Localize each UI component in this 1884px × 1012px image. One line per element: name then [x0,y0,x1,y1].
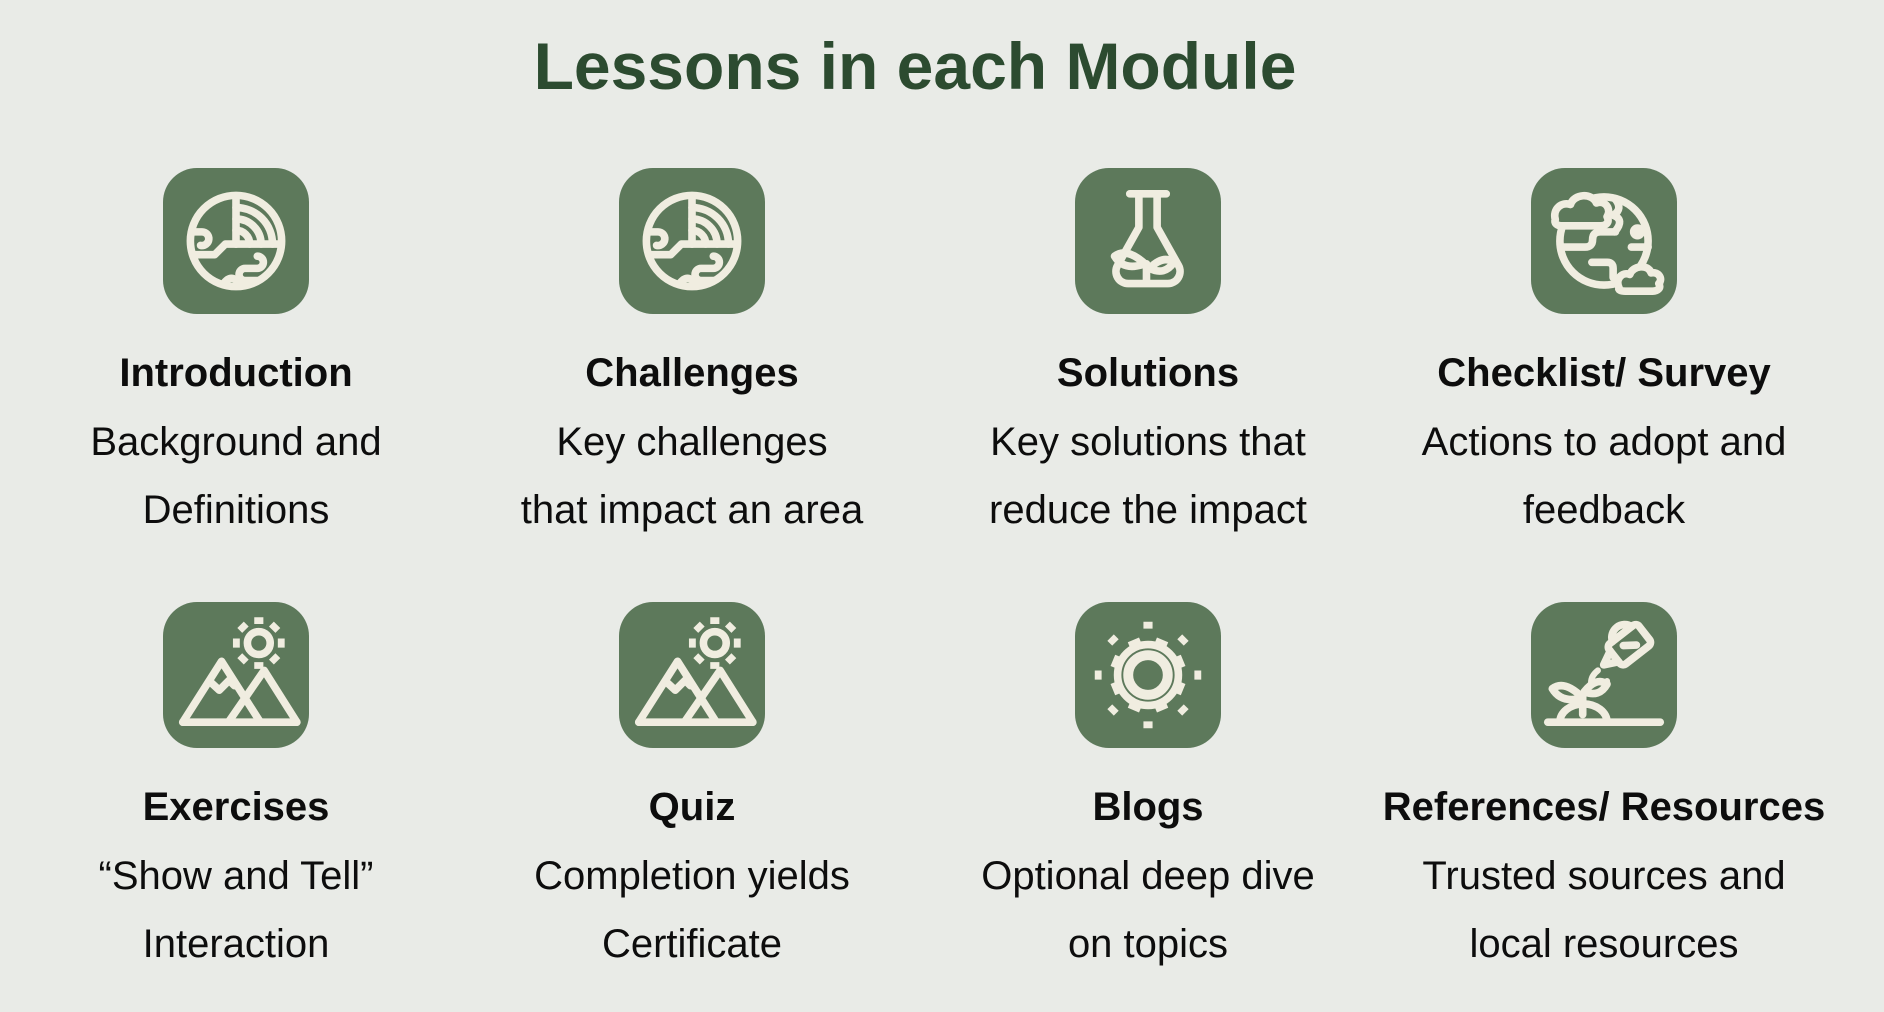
desc-line: Optional deep dive [981,854,1315,898]
card-description: Background and Definitions [90,408,381,544]
desc-line: Key solutions that [990,420,1306,464]
desc-line: Definitions [142,488,330,532]
desc-line: Trusted sources and [1422,854,1786,898]
mountains-sun-icon [619,602,765,748]
icon-tile [1531,602,1677,748]
card-title: Introduction [119,351,353,395]
icon-tile [1075,168,1221,314]
card-challenges: Challenges Key challenges that impact an… [464,168,920,544]
desc-line: Interaction [142,922,330,966]
icon-tile [163,168,309,314]
earth-layers-icon [163,168,309,314]
card-solutions: Solutions Key solutions that reduce the … [920,168,1376,544]
card-description: Trusted sources and local resources [1422,842,1785,978]
desc-line: Background and [90,420,382,464]
desc-line: reduce the impact [989,488,1307,532]
desc-line: Key challenges [556,420,828,464]
card-description: Key solutions that reduce the impact [989,408,1307,544]
desc-line: on topics [1067,922,1229,966]
card-title: Quiz [648,785,736,829]
card-title: Challenges [585,351,799,395]
desc-line: Actions to adopt and [1421,420,1787,464]
desc-line: Completion yields [534,854,850,898]
desc-line: that impact an area [520,488,864,532]
icon-tile [1531,168,1677,314]
card-quiz: Quiz Completion yields Certificate [464,602,920,978]
flask-plant-icon [1075,168,1221,314]
desc-line: feedback [1522,488,1686,532]
card-title: References/ Resources [1382,785,1826,829]
card-title: Blogs [1092,785,1204,829]
desc-line: “Show and Tell” [98,854,374,898]
card-description: Key challenges that impact an area [521,408,863,544]
card-description: Completion yields Certificate [534,842,850,978]
card-title: Solutions [1056,351,1240,395]
mountains-sun-icon [163,602,309,748]
card-references-resources: References/ Resources Trusted sources an… [1376,602,1832,978]
card-title: Checklist/ Survey [1437,351,1771,395]
icon-tile [163,602,309,748]
card-description: Optional deep dive on topics [981,842,1315,978]
icon-tile [1075,602,1221,748]
card-blogs: Blogs Optional deep dive on topics [920,602,1376,978]
desc-line: local resources [1469,922,1739,966]
desc-line: Certificate [601,922,783,966]
card-description: “Show and Tell” Interaction [99,842,374,978]
sun-gear-icon [1075,602,1221,748]
icon-tile [619,168,765,314]
earth-layers-icon [619,168,765,314]
card-introduction: Introduction Background and Definitions [8,168,464,544]
card-exercises: Exercises “Show and Tell” Interaction [8,602,464,978]
card-description: Actions to adopt and feedback [1422,408,1787,544]
module-grid: Introduction Background and Definitions … [8,168,1832,978]
planet-clouds-icon [1531,168,1677,314]
page-title: Lessons in each Module [533,29,1297,103]
watering-plant-icon [1531,602,1677,748]
card-title: Exercises [142,785,330,829]
card-checklist-survey: Checklist/ Survey Actions to adopt and f… [1376,168,1832,544]
icon-tile [619,602,765,748]
